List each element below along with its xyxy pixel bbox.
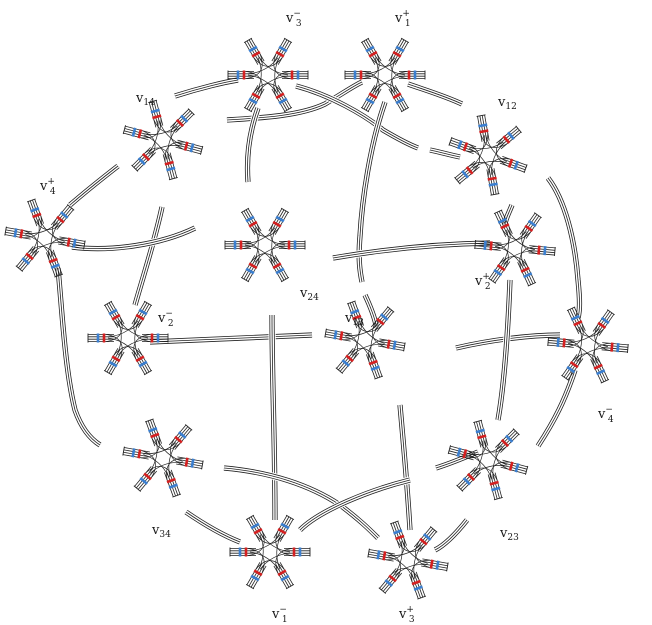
label-v23: v23 xyxy=(499,526,519,543)
vertex-v34 xyxy=(122,418,204,498)
band-v1p-v12 xyxy=(406,80,464,108)
band-v13-up xyxy=(361,293,380,326)
band-v12-v2p xyxy=(501,203,516,226)
band-v13-v3p xyxy=(396,404,414,531)
label-v4p: v+4 xyxy=(39,177,56,197)
vertex-v2p xyxy=(474,209,556,287)
band-v34-v1m xyxy=(183,509,242,546)
band-v4p-v2m xyxy=(131,206,166,306)
label-v3p: v+3 xyxy=(398,605,415,625)
band-v4p-v24 xyxy=(71,224,197,253)
vertex-v14 xyxy=(122,99,204,181)
band-v12-stub xyxy=(429,146,461,161)
band-v2m-v13 xyxy=(149,331,313,346)
vertex-v2m xyxy=(87,300,169,376)
band-v24-v2p xyxy=(332,239,491,262)
label-v3m: v−3 xyxy=(285,9,302,29)
label-v2p: v+2 xyxy=(474,272,491,292)
vertex-v24 xyxy=(224,207,306,283)
band-v14-v4p xyxy=(67,163,121,208)
label-v1p: v+1 xyxy=(394,9,411,29)
vertex-v4m xyxy=(547,306,629,384)
band-v3m-v12 xyxy=(295,82,420,152)
band-v23-v1m-cross xyxy=(297,476,411,533)
label-v2m: v−2 xyxy=(157,309,174,329)
band-v3m-v24 xyxy=(243,106,262,183)
vertex-gadgets xyxy=(4,37,629,600)
vertex-v3m xyxy=(227,37,309,113)
band-v24-v1m xyxy=(268,314,279,521)
band-v14-v3m xyxy=(173,76,239,100)
vertex-v13 xyxy=(324,300,406,380)
band-v23-stub xyxy=(434,448,480,472)
label-v1m: v−1 xyxy=(271,605,288,625)
vertex-v4p xyxy=(4,198,86,278)
vertex-v1p xyxy=(344,37,426,113)
edge-bands xyxy=(54,76,584,554)
band-v12-v4m xyxy=(545,175,584,319)
band-v4p-v34 xyxy=(54,267,103,449)
vertex-v23 xyxy=(447,419,529,501)
band-v34-v3p xyxy=(223,464,381,541)
band-v4m-v23 xyxy=(534,368,579,448)
label-v4m: v−4 xyxy=(597,405,614,425)
label-v24: v24 xyxy=(299,286,319,303)
band-v23-v3p xyxy=(433,517,470,554)
label-v13: v13 xyxy=(344,311,364,328)
vertex-labels: v−3 v+1 v14 v12 v+4 v+2 v24 v13 v−2 v−4 v34 v23 v−1 v… xyxy=(39,9,614,625)
label-v34: v34 xyxy=(151,523,171,540)
band-v2p-v23 xyxy=(494,279,514,421)
band-v1p-v2p-cross xyxy=(355,100,389,283)
vertex-v1m xyxy=(229,514,311,590)
vertex-v3p xyxy=(367,520,449,600)
label-v12: v12 xyxy=(497,95,517,112)
label-v14: v14 xyxy=(135,91,155,108)
vertex-v12 xyxy=(448,114,528,196)
